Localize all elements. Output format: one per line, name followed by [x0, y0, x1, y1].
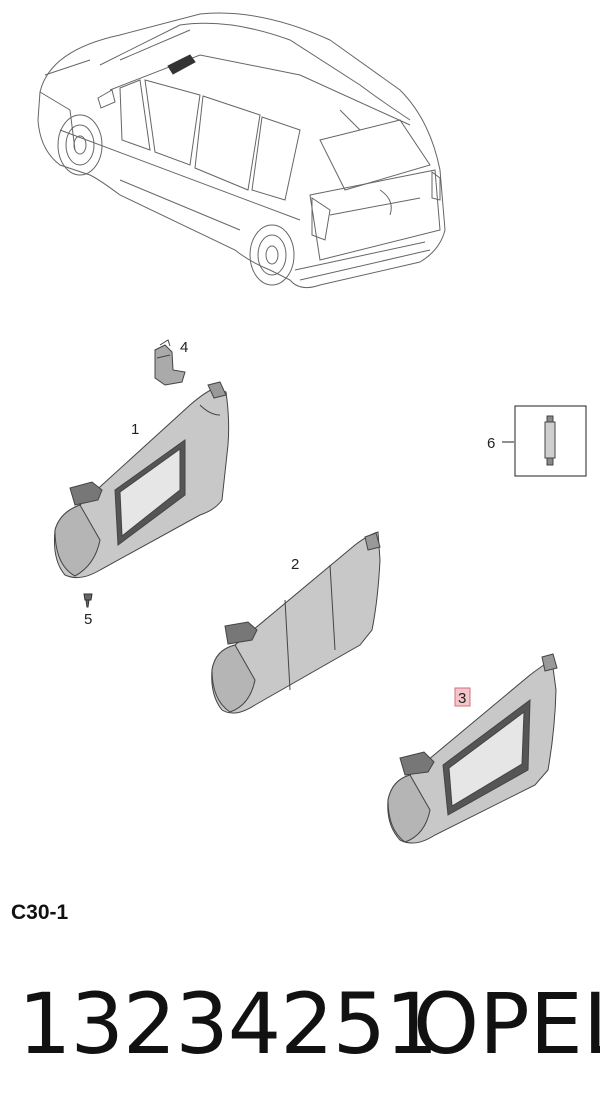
brand-name: OPEL	[413, 975, 600, 1073]
part-1-sun-visor-with-mirror	[54, 381, 230, 579]
callout-1: 1	[131, 421, 139, 438]
part-4-clip	[154, 339, 186, 386]
car-illustration	[37, 12, 446, 289]
part-2-sun-visor	[211, 531, 381, 714]
part-3-sun-visor-with-mirror	[387, 653, 558, 844]
callout-2: 2	[291, 556, 299, 573]
part-5-screw	[83, 593, 93, 608]
callout-6: 6	[487, 435, 495, 452]
parts-diagram: 4 1 5 6 2	[37, 12, 587, 844]
callout-5: 5	[84, 611, 92, 628]
section-code: C30-1	[11, 901, 69, 924]
callout-3: 3	[458, 690, 466, 707]
callout-3-highlight: 3	[454, 687, 471, 707]
part-number: 13234251	[18, 975, 439, 1073]
callout-4: 4	[180, 339, 188, 356]
part-6-bulb-box	[502, 405, 587, 477]
